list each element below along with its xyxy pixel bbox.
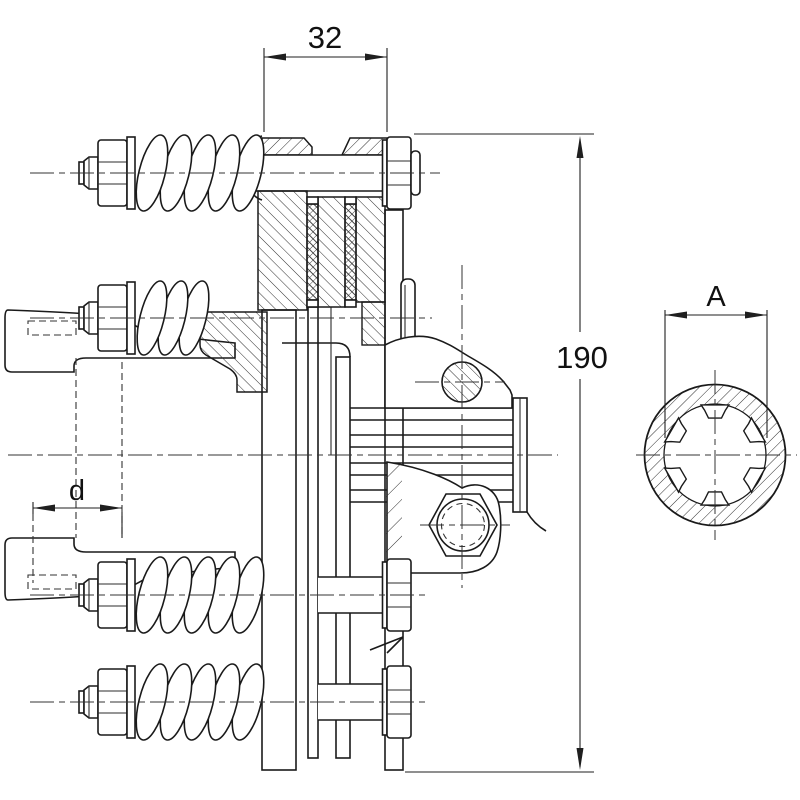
friction-lining-right (344, 203, 357, 301)
intermediate-plate (307, 306, 319, 759)
hidden-bearing-bore-lower (27, 574, 77, 590)
spacer-washer-stack (400, 278, 416, 346)
dimension-32: 32 (263, 20, 388, 132)
dim-label-A: A (706, 281, 726, 313)
rim-bar-right (340, 137, 388, 156)
arrow-left-icon (33, 504, 55, 512)
dim-label-32: 32 (308, 20, 342, 55)
main-flange-plate (261, 309, 297, 771)
arrow-right-icon (365, 53, 387, 61)
hidden-bearing-bore-upper (27, 320, 77, 336)
hub-casting-section (199, 190, 386, 393)
arrow-right-icon (745, 311, 767, 319)
arrow-down-icon (576, 748, 584, 770)
rim-bar-left (261, 137, 313, 156)
friction-lining-left (306, 203, 319, 301)
dim-label-d: d (69, 475, 85, 507)
arrow-up-icon (576, 136, 584, 158)
arrow-left-icon (264, 53, 286, 61)
driven-disc-hub (317, 196, 346, 308)
centerlines (8, 172, 797, 703)
arrow-right-icon (100, 504, 122, 512)
hub-lower-block (199, 311, 268, 393)
dim-label-190: 190 (556, 340, 608, 375)
dimension-A: A (664, 281, 768, 438)
pressure-plate (335, 356, 351, 759)
dimension-d: d (32, 475, 123, 583)
hub-upper-block (257, 190, 308, 311)
pressure-block (355, 196, 386, 303)
dimension-190: 190 (405, 133, 608, 773)
arrow-left-icon (665, 311, 687, 319)
hub-shoulder (282, 342, 351, 358)
